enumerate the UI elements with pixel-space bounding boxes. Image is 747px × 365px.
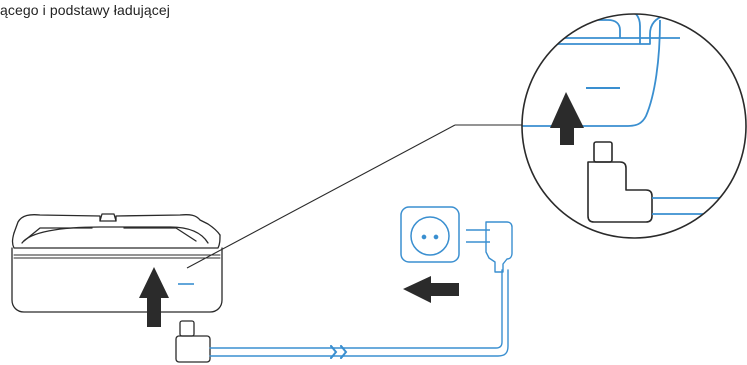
power-plug-icon [175, 320, 211, 363]
power-cable [209, 269, 509, 359]
magnifier-circle-icon [521, 13, 747, 239]
wall-plug-icon [466, 221, 513, 273]
callout-line [186, 124, 456, 269]
instruction-caption: ącego i podstawy ładującej [0, 2, 170, 18]
charging-base-icon [11, 213, 223, 313]
arrow-icon [139, 267, 169, 327]
wall-socket-icon [400, 206, 460, 263]
arrow-icon [403, 276, 459, 303]
